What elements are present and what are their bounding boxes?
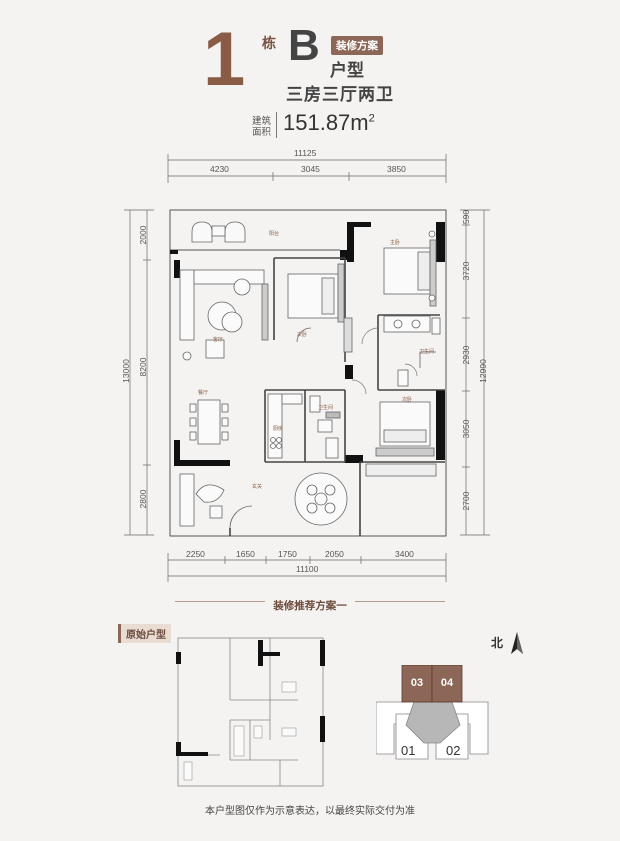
right-dimension-lines (460, 209, 490, 536)
key-unit-02: 02 (446, 743, 461, 758)
dim-left-bottom: 2800 (138, 489, 148, 509)
living-room-furniture (179, 269, 269, 361)
floor-plan (124, 154, 490, 582)
bedroom-2-furniture (365, 401, 437, 477)
key-unit-04: 04 (440, 677, 454, 689)
scheme-tag: 装修方案 (331, 36, 383, 55)
bedroom-1-furniture (287, 263, 353, 353)
key-unit-01: 01 (401, 743, 416, 758)
building-suffix: 栋 (262, 36, 276, 52)
area-label-line2: 面积 (252, 127, 272, 138)
dim-top-segment: 3850 (387, 164, 406, 174)
dim-bottom-segment: 3400 (395, 549, 414, 559)
building-number: 1 (203, 17, 246, 102)
master-bathroom-fixtures (383, 315, 441, 387)
outer-outline (169, 209, 447, 537)
room-label-dining-room: 餐厅 (198, 390, 209, 396)
dim-top-total: 11125 (294, 148, 317, 158)
room-label-bathroom-1: 卫生间 (419, 349, 435, 355)
area-value: 151.87m2 (283, 110, 375, 135)
room-label-bedroom-2: 次卧 (402, 397, 413, 403)
bathroom-2-fixtures (309, 395, 341, 459)
key-unit-03: 03 (410, 677, 424, 689)
dim-right-segment: 590 (461, 209, 471, 225)
dim-bottom-segment: 1750 (278, 549, 297, 559)
scheme-title: 装修推荐方案一 (0, 594, 620, 613)
room-label-foyer: 玄关 (252, 484, 263, 490)
dim-left-top: 2000 (138, 225, 148, 245)
dim-left-inner: 8200 (138, 357, 148, 377)
area-label-line1: 建筑 (252, 116, 272, 127)
room-label-bathroom-2: 卫生间 (318, 405, 334, 411)
dim-bottom-segment: 1650 (236, 549, 255, 559)
thick-walls (170, 222, 445, 466)
balcony-furniture (191, 221, 246, 243)
unit-type-label: 户型 (330, 61, 364, 81)
dim-bottom-segment: 2250 (186, 549, 205, 559)
disclaimer: 本户型图仅作为示意表达，以最终实际交付为准 (205, 806, 415, 817)
room-configuration: 三房三厅两卫 (286, 85, 394, 105)
dim-right-segment: 3720 (461, 261, 471, 281)
room-label-kitchen: 厨房 (273, 426, 284, 432)
top-dimension-lines (167, 154, 447, 183)
dining-table (189, 399, 229, 445)
left-dimension-lines (124, 209, 154, 536)
room-label-master-bedroom: 主卧 (390, 240, 401, 246)
dim-bottom-segment: 2050 (325, 549, 344, 559)
room-label-living-room: 客厅 (213, 337, 224, 343)
room-label-bedroom-1: 次卧 (297, 332, 308, 338)
kitchen-fixtures (267, 393, 303, 459)
room-label-balcony: 阳台 (269, 231, 280, 237)
foyer-furniture (179, 472, 348, 529)
north-label: 北 (491, 636, 504, 650)
original-plan-label: 原始户型 (118, 624, 171, 643)
dim-bottom-total: 11100 (296, 564, 319, 574)
key-plan (376, 665, 489, 760)
master-bedroom-furniture (383, 230, 437, 307)
dim-right-segment: 2700 (461, 491, 471, 511)
unit-letter: B (288, 21, 320, 70)
dim-top-segment: 4230 (210, 164, 229, 174)
bottom-dimension-lines (167, 553, 447, 582)
area-unit-sup: 2 (368, 112, 375, 125)
dim-left-total: 13000 (121, 359, 131, 383)
area-label: 建筑 面积 (252, 116, 274, 138)
north-arrow-icon (511, 632, 523, 654)
door-swings (351, 327, 418, 395)
area-separator (276, 112, 277, 138)
dim-top-segment: 3045 (301, 164, 320, 174)
dim-right-segment: 2930 (461, 345, 471, 365)
original-floor-plan (176, 637, 325, 787)
dim-right-segment: 3050 (461, 419, 471, 439)
dim-right-total: 12990 (478, 359, 488, 383)
